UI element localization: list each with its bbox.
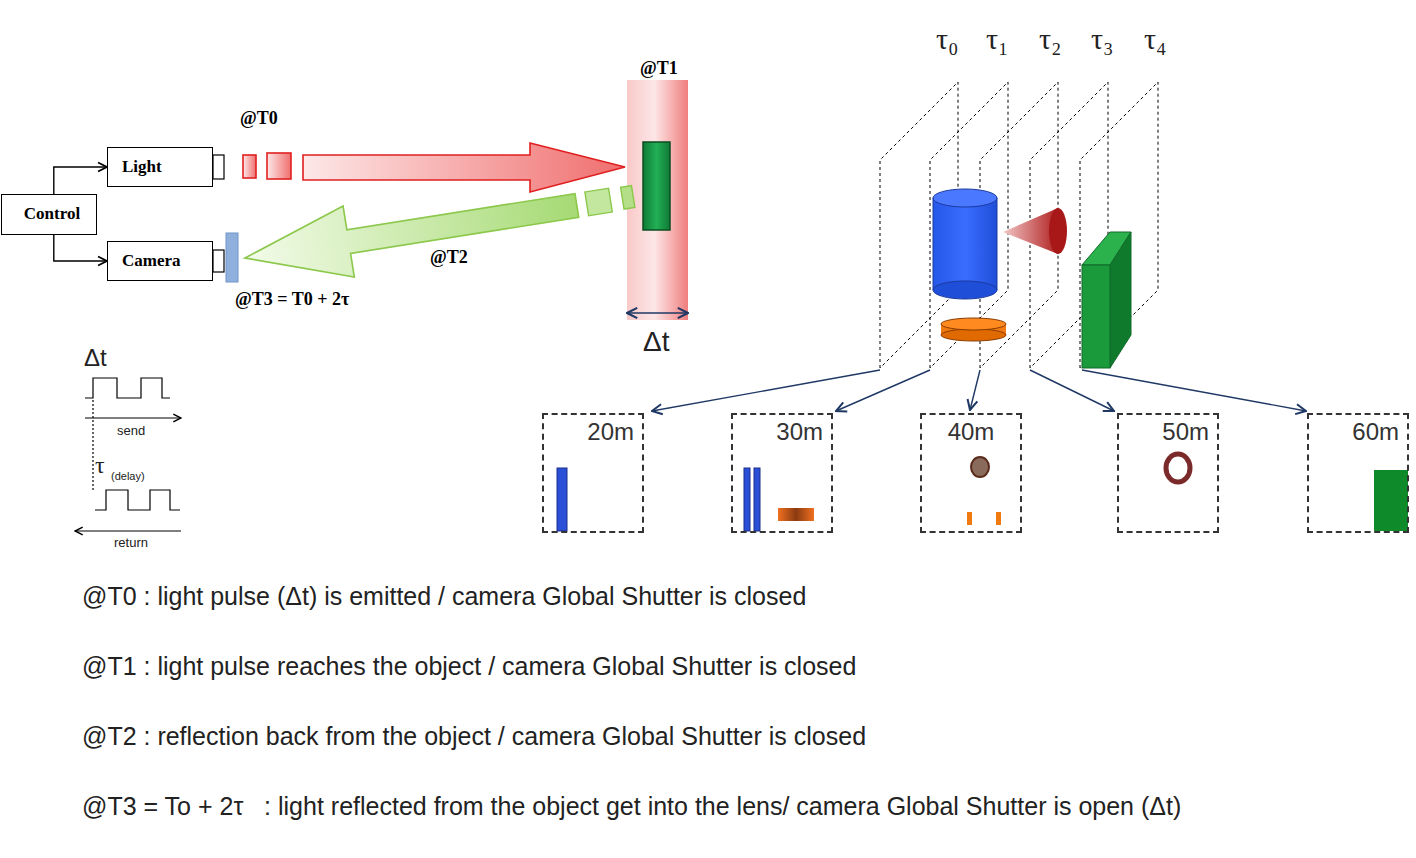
control-connector <box>54 167 107 194</box>
light-arrow <box>303 143 625 192</box>
control-box: Control <box>1 194 97 235</box>
timing-diagram <box>75 378 181 531</box>
distance-label: 20m <box>587 419 634 445</box>
plane-label: τ₄ <box>1144 22 1167 55</box>
delay-label: (delay) <box>111 470 145 482</box>
slice-contents <box>557 454 1408 531</box>
camera-lens <box>213 250 224 272</box>
plane-label: τ₁ <box>986 22 1009 55</box>
cone <box>1003 208 1067 254</box>
box-label: Camera <box>122 252 181 271</box>
depth-slice: 50m <box>1117 413 1219 533</box>
distance-label: 50m <box>1162 419 1209 445</box>
cylinder <box>933 189 997 299</box>
light-lens <box>213 155 224 179</box>
time-label: @T3 = T0 + 2τ <box>235 290 349 310</box>
return-arrow <box>239 161 638 294</box>
leader-arrows <box>652 370 1306 411</box>
light-box: Light <box>107 147 213 187</box>
plane-label: τ₀ <box>936 22 959 55</box>
axis-label: send <box>117 424 145 438</box>
time-label: @T1 <box>640 59 678 79</box>
width-arrow <box>627 312 688 314</box>
timing-note: @T1 : light pulse reaches the object / c… <box>82 653 856 681</box>
timing-note: @T3 = To + 2τ : light reflected from the… <box>82 793 1181 821</box>
pulse-dash <box>243 155 256 178</box>
depth-slice: 40m <box>920 413 1022 533</box>
delay-symbol: τ <box>95 452 105 478</box>
time-label: @T2 <box>430 248 468 268</box>
axis-label: return <box>114 536 148 550</box>
depth-slice: 60m <box>1307 413 1409 533</box>
distance-label: 30m <box>776 419 823 445</box>
camera-sensor <box>226 233 238 282</box>
plane-label: τ₃ <box>1091 22 1114 55</box>
depth-slice: 30m <box>731 413 833 533</box>
timing-note: @T0 : light pulse (Δt) is emitted / came… <box>82 583 806 611</box>
target-object <box>643 142 670 230</box>
box-label: Light <box>122 158 162 177</box>
control-connector <box>54 235 107 261</box>
disc <box>941 318 1006 341</box>
depth-slice: 20m <box>542 413 644 533</box>
depth-planes <box>880 82 1158 368</box>
pulse-dash <box>267 153 291 179</box>
timing-note: @T2 : reflection back from the object / … <box>82 723 866 751</box>
green-block <box>1082 232 1131 368</box>
distance-label: 60m <box>1352 419 1399 445</box>
depth-band <box>627 80 688 320</box>
time-label: @T0 <box>240 109 278 129</box>
pulse-width-label: Δt <box>84 345 107 371</box>
plane-label: τ₂ <box>1039 22 1062 55</box>
box-label: Control <box>24 205 80 224</box>
width-label: Δt <box>643 327 669 358</box>
distance-label: 40m <box>948 419 995 445</box>
camera-box: Camera <box>107 241 213 281</box>
